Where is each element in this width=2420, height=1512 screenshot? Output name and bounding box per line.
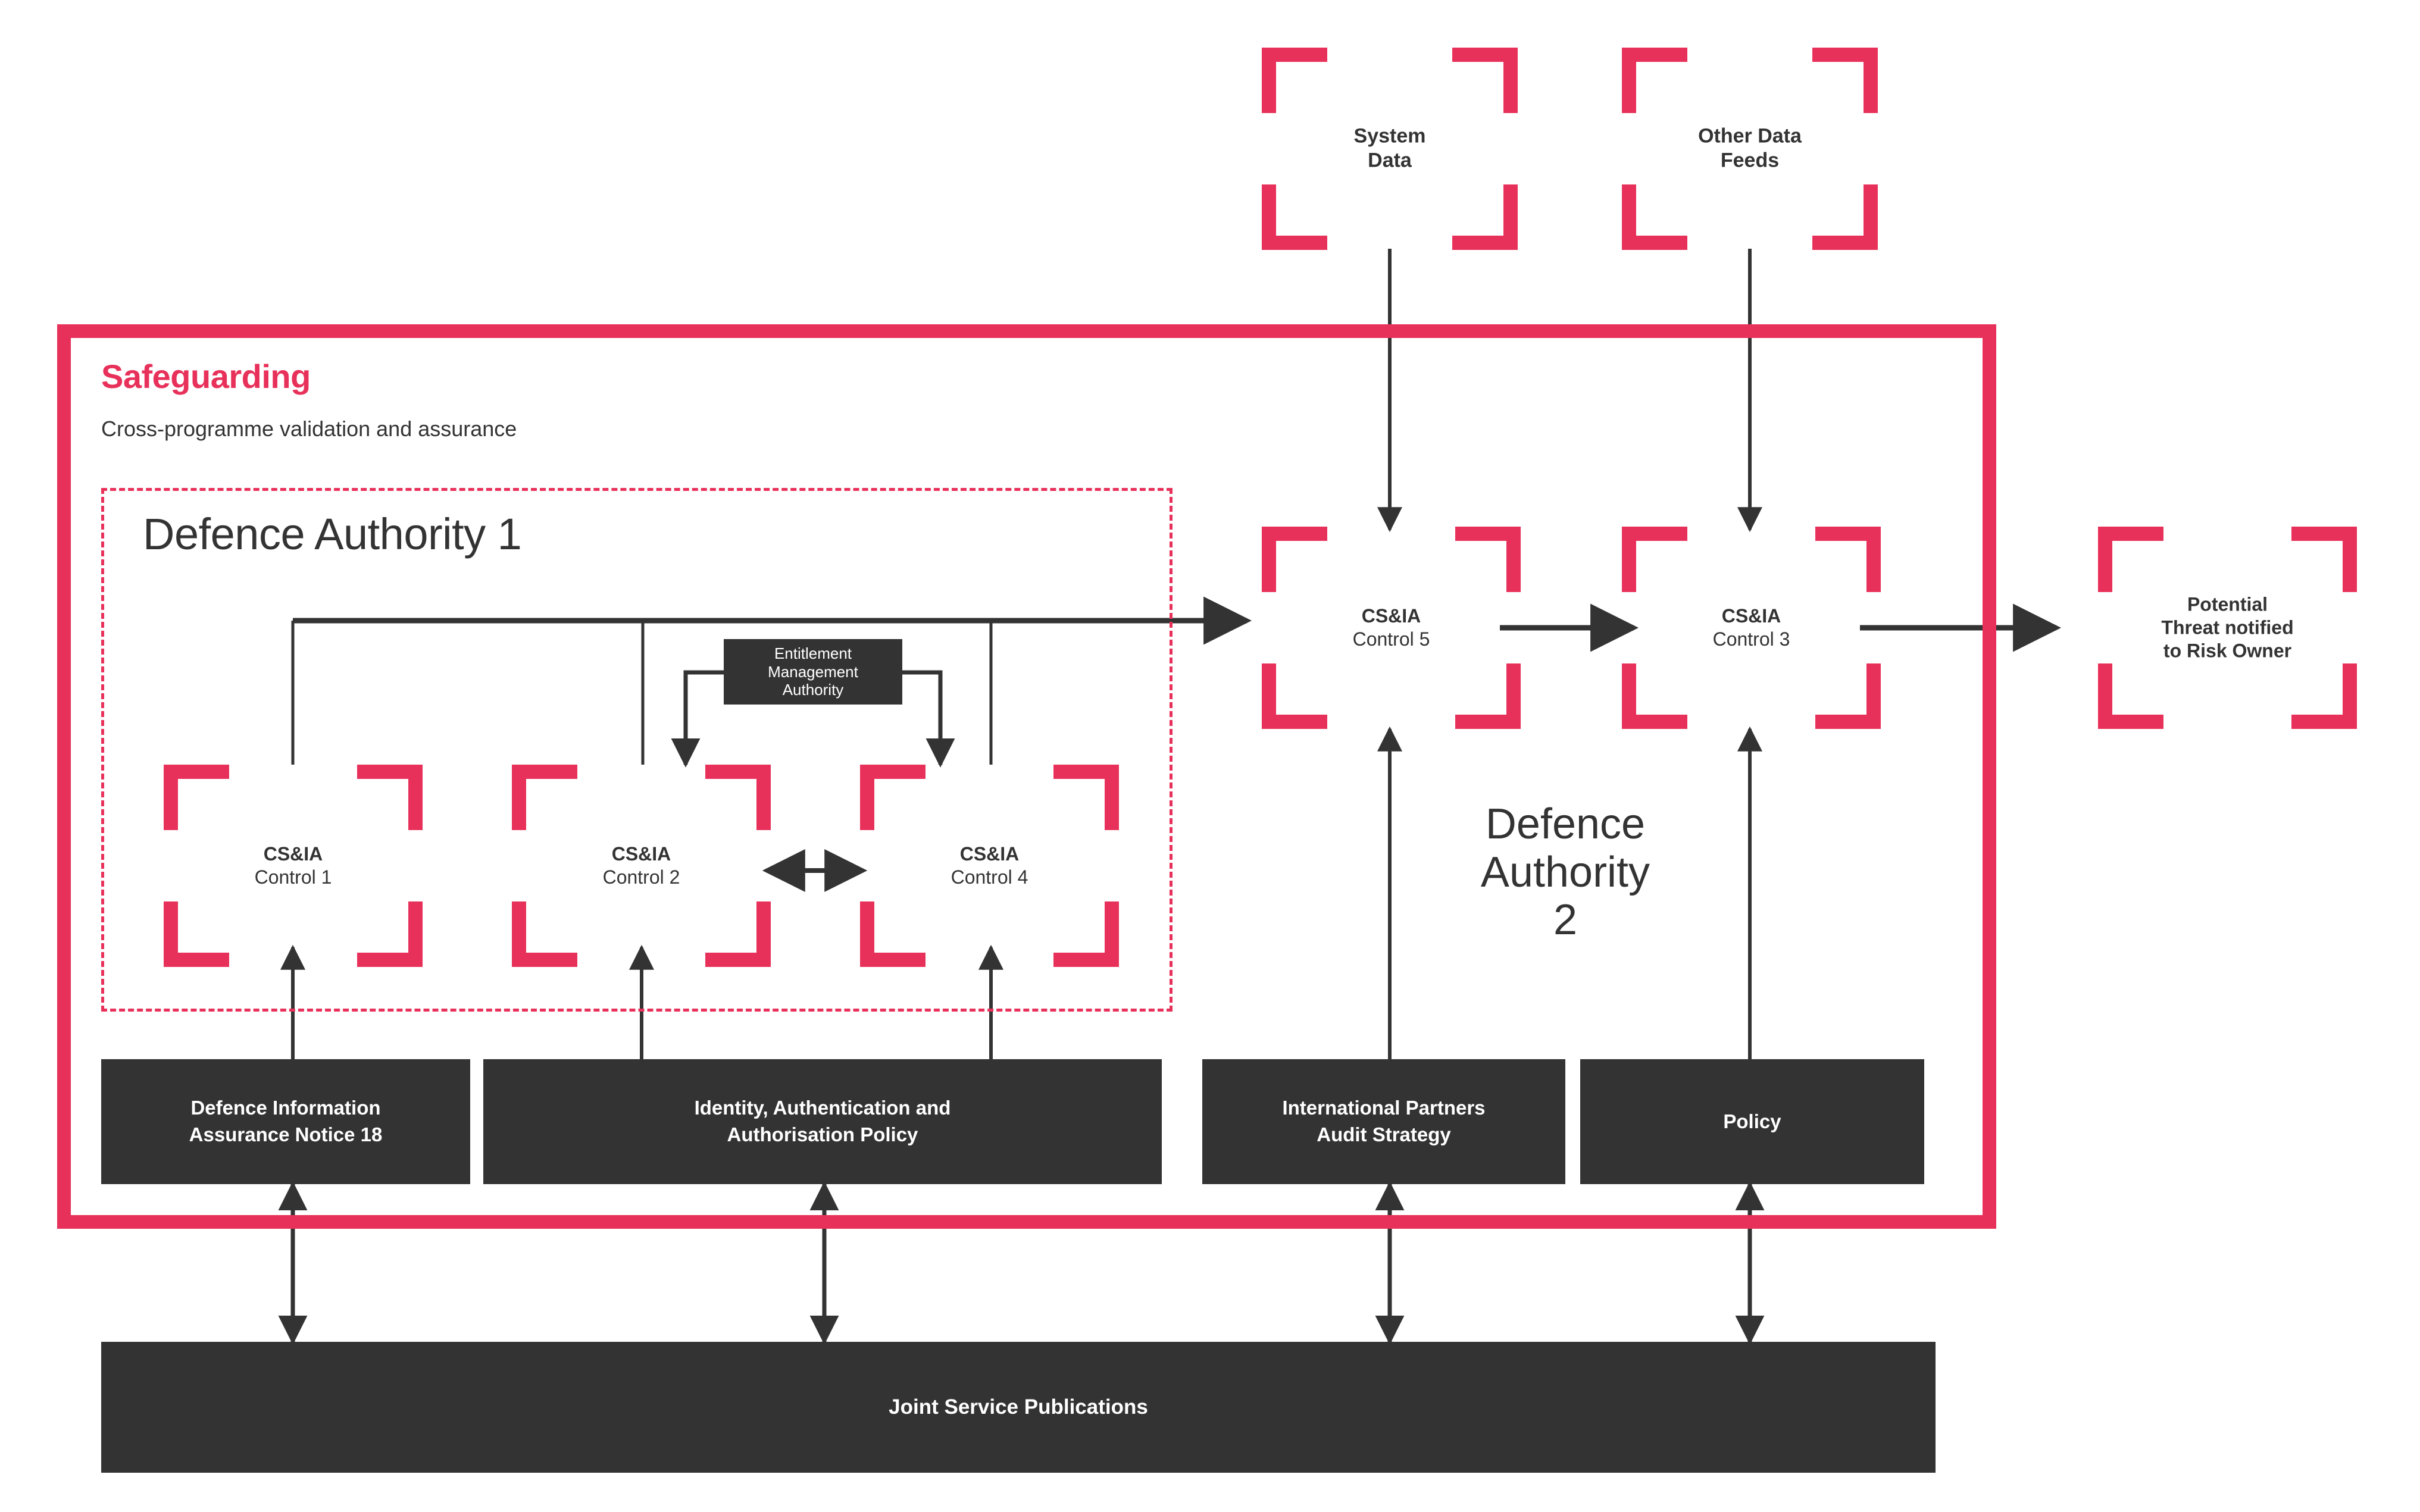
bracket-corner <box>1866 663 1881 729</box>
entitlement-management-authority-box: Entitlement Management Authority <box>724 639 902 705</box>
policy-bar-policy: Policy <box>1580 1059 1924 1184</box>
policy-bar-iaa: Identity, Authentication and Authorisati… <box>483 1059 1162 1184</box>
bracket-corner <box>1866 527 1881 592</box>
control-2-subtitle: Control 2 <box>602 866 680 888</box>
bracket-corner <box>1262 663 1276 729</box>
safeguarding-container <box>57 324 1996 1229</box>
control-3-label: CS&IA Control 3 <box>1713 605 1790 651</box>
control-4-frame: CS&IA Control 4 <box>860 765 1119 967</box>
bracket-corner <box>2343 663 2357 729</box>
ema-line3: Authority <box>782 681 844 699</box>
control-5-title: CS&IA <box>1361 605 1421 627</box>
bracket-corner <box>1864 48 1878 113</box>
bracket-corner <box>1864 184 1878 250</box>
control-2-frame: CS&IA Control 2 <box>512 765 771 967</box>
control-4-subtitle: Control 4 <box>951 866 1028 888</box>
jsp-label: Joint Service Publications <box>889 1395 1148 1419</box>
control-5-frame: CS&IA Control 5 <box>1262 527 1521 729</box>
policy-line1: Policy <box>1723 1110 1781 1132</box>
bracket-corner <box>1503 48 1518 113</box>
control-4-title: CS&IA <box>959 843 1020 865</box>
bracket-corner <box>1105 765 1119 830</box>
bracket-corner <box>1622 48 1636 113</box>
bracket-corner <box>756 765 771 830</box>
bracket-corner <box>2343 527 2357 592</box>
ip-audit-line2: Audit Strategy <box>1317 1123 1451 1145</box>
control-3-subtitle: Control 3 <box>1712 628 1790 650</box>
bracket-corner <box>1622 184 1636 250</box>
bracket-corner <box>1262 527 1276 592</box>
dian18-line2: Assurance Notice 18 <box>189 1123 383 1145</box>
potential-threat-frame: Potential Threat notified to Risk Owner <box>2098 527 2357 729</box>
system-data-frame: System Data <box>1262 48 1518 250</box>
bracket-corner <box>164 901 178 967</box>
other-data-feeds-frame: Other Data Feeds <box>1622 48 1878 250</box>
page-subtitle: Cross-programme validation and assurance <box>101 417 517 441</box>
page-title: Safeguarding <box>101 358 311 395</box>
defence-authority-1-container <box>101 488 1173 1012</box>
iaa-line1: Identity, Authentication and <box>694 1097 951 1119</box>
control-1-frame: CS&IA Control 1 <box>164 765 423 967</box>
system-data-line2: Data <box>1368 149 1412 172</box>
control-3-frame: CS&IA Control 3 <box>1622 527 1881 729</box>
other-feeds-line1: Other Data <box>1698 124 1802 148</box>
control-1-label: CS&IA Control 1 <box>255 843 332 889</box>
defence-authority-2-title: Defence Authority 2 <box>1425 800 1705 944</box>
potential-threat-label: Potential Threat notified to Risk Owner <box>2161 593 2293 662</box>
bracket-corner <box>408 765 423 830</box>
control-5-label: CS&IA Control 5 <box>1353 605 1430 651</box>
bracket-corner <box>1622 527 1636 592</box>
bracket-corner <box>2098 527 2112 592</box>
joint-service-publications-bar: Joint Service Publications <box>101 1342 1936 1473</box>
policy-bar-ip-audit: International Partners Audit Strategy <box>1202 1059 1565 1184</box>
threat-line2: Threat notified <box>2161 616 2294 638</box>
bracket-corner <box>1105 901 1119 967</box>
bracket-corner <box>1503 184 1518 250</box>
control-1-title: CS&IA <box>263 843 323 865</box>
bracket-corner <box>512 765 526 830</box>
ip-audit-line1: International Partners <box>1282 1097 1486 1119</box>
iaa-line2: Authorisation Policy <box>727 1123 918 1145</box>
ema-line2: Management <box>768 662 858 681</box>
control-2-label: CS&IA Control 2 <box>603 843 680 889</box>
ema-line1: Entitlement <box>774 644 852 662</box>
threat-line1: Potential <box>2187 593 2268 615</box>
control-5-subtitle: Control 5 <box>1352 628 1430 650</box>
da2-line3: 2 <box>1553 896 1578 944</box>
control-2-title: CS&IA <box>611 843 671 865</box>
bracket-corner <box>164 765 178 830</box>
bracket-corner <box>756 901 771 967</box>
bracket-corner <box>1506 663 1521 729</box>
other-data-feeds-label: Other Data Feeds <box>1698 124 1802 174</box>
da2-line1: Defence <box>1485 800 1646 848</box>
bracket-corner <box>2098 663 2112 729</box>
bracket-corner <box>860 901 874 967</box>
policy-bar-dian18: Defence Information Assurance Notice 18 <box>101 1059 470 1184</box>
bracket-corner <box>1622 663 1636 729</box>
bracket-corner <box>1506 527 1521 592</box>
system-data-label: System Data <box>1354 124 1426 174</box>
bracket-corner <box>860 765 874 830</box>
bracket-corner <box>512 901 526 967</box>
control-4-label: CS&IA Control 4 <box>951 843 1028 889</box>
control-3-title: CS&IA <box>1721 605 1781 627</box>
dian18-line1: Defence Information <box>190 1097 381 1119</box>
defence-authority-1-title: Defence Authority 1 <box>143 509 522 559</box>
other-feeds-line2: Feeds <box>1720 149 1780 172</box>
da2-line2: Authority <box>1480 848 1650 896</box>
system-data-line1: System <box>1353 124 1426 148</box>
bracket-corner <box>408 901 423 967</box>
control-1-subtitle: Control 1 <box>254 866 332 888</box>
threat-line3: to Risk Owner <box>2163 640 2292 662</box>
bracket-corner <box>1262 48 1276 113</box>
bracket-corner <box>1262 184 1276 250</box>
